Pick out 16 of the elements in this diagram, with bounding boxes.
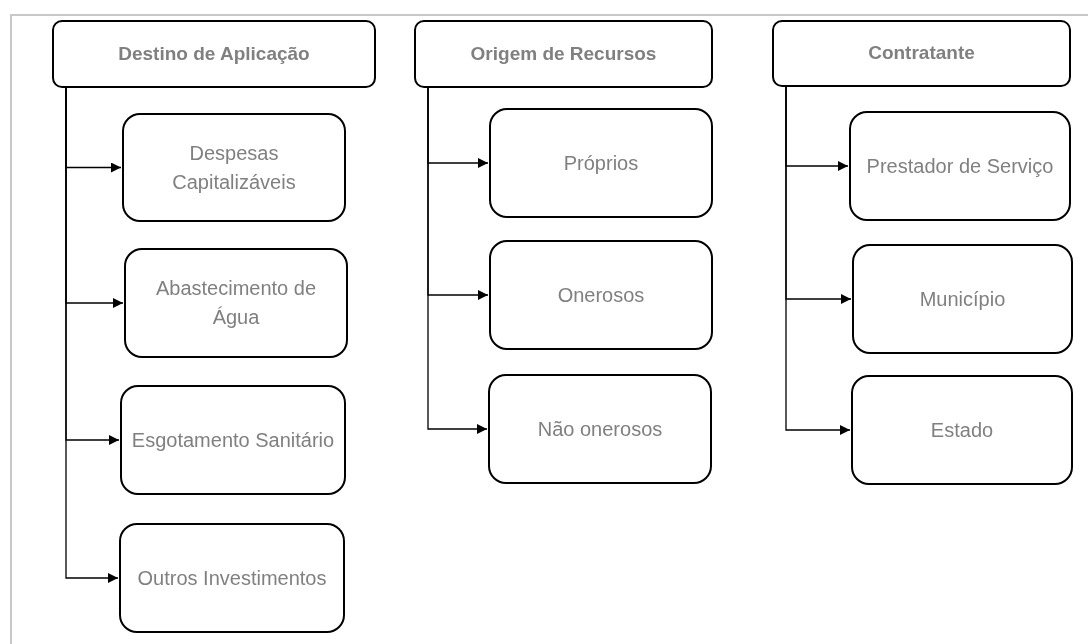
item-box: Despesas Capitalizáveis — [122, 113, 346, 222]
arrow — [785, 86, 851, 435]
arrow — [427, 87, 488, 434]
item-box: Município — [852, 244, 1073, 354]
item-box: Não onerosos — [488, 374, 712, 484]
item-box: Estado — [851, 375, 1073, 485]
category-box: Destino de Aplicação — [52, 20, 376, 88]
category-box: Contratante — [772, 20, 1071, 87]
item-box: Prestador de Serviço — [849, 111, 1071, 221]
item-box: Esgotamento Sanitário — [120, 385, 346, 495]
item-box: Abastecimento de Água — [124, 248, 348, 358]
category-box: Origem de Recursos — [414, 20, 713, 88]
item-box: Outros Investimentos — [119, 523, 345, 633]
item-box: Próprios — [489, 108, 713, 218]
item-box: Onerosos — [489, 240, 713, 350]
arrow — [65, 87, 119, 583]
